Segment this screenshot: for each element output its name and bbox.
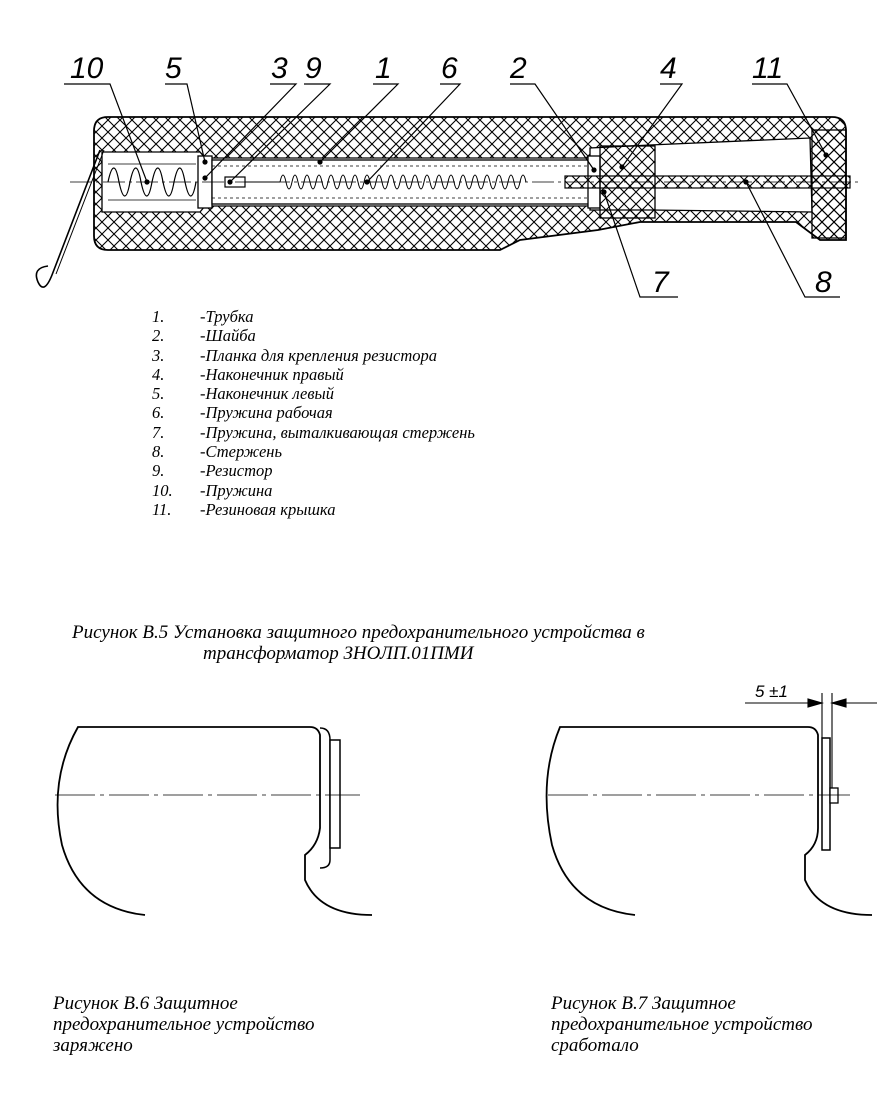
parts-legend: 1. -Трубка 2. -Шайба 3. -Планка для креплен… xyxy=(152,307,475,519)
callout-3: 3 xyxy=(271,52,288,85)
figure-5-caption: Рисунок В.5 Установка защитного предохра… xyxy=(72,622,645,664)
legend-text: -Стержень xyxy=(200,442,282,462)
legend-num: 10. xyxy=(152,480,173,500)
legend-num: 11. xyxy=(152,499,172,519)
legend-num: 6. xyxy=(152,403,165,423)
fig7-body-outline xyxy=(545,726,873,916)
legend-text: -Пружина, выталкивающая стержень xyxy=(200,422,475,442)
callout-11: 11 xyxy=(752,52,783,85)
figure-7-triggered: 5 ±1 xyxy=(545,682,877,916)
legend-item: 10. -Пружина xyxy=(152,481,475,500)
caption-line: Рисунок В.5 Установка защитного предохра… xyxy=(72,622,645,643)
figure-6-caption: Рисунок В.6 Защитное предохранительное у… xyxy=(53,993,315,1056)
dimension-5pm1 xyxy=(745,693,877,788)
dimension-label: 5 ±1 xyxy=(755,682,788,701)
legend-item: 3. -Планка для крепления резистора xyxy=(152,346,475,365)
fig7-end-plate xyxy=(821,737,831,851)
callout-5: 5 xyxy=(165,52,182,85)
figure-6-charged xyxy=(55,726,373,916)
legend-item: 5. -Наконечник левый xyxy=(152,384,475,403)
legend-text: -Планка для крепления резистора xyxy=(200,345,437,365)
fig7-rod-tip xyxy=(829,787,839,804)
rubber-cap-11 xyxy=(811,129,847,239)
callout-7: 7 xyxy=(652,266,670,299)
caption-line: предохранительное устройство xyxy=(551,1014,813,1035)
legend-num: 4. xyxy=(152,364,165,384)
legend-num: 5. xyxy=(152,384,165,404)
caption-line: трансформатор ЗНОЛП.01ПМИ xyxy=(203,643,474,664)
legend-text: -Наконечник правый xyxy=(200,364,344,384)
legend-item: 6. -Пружина рабочая xyxy=(152,403,475,422)
callout-1: 1 xyxy=(375,52,392,85)
caption-line: заряжено xyxy=(53,1035,133,1056)
legend-text: -Пружина xyxy=(200,480,273,500)
caption-line: Рисунок В.7 Защитное xyxy=(551,993,736,1014)
legend-item: 7. -Пружина, выталкивающая стержень xyxy=(152,423,475,442)
legend-num: 7. xyxy=(152,422,165,442)
legend-text: -Трубка xyxy=(200,307,254,326)
callout-4: 4 xyxy=(660,52,677,85)
legend-item: 4. -Наконечник правый xyxy=(152,365,475,384)
callout-8: 8 xyxy=(815,266,832,299)
callout-2: 2 xyxy=(509,52,527,85)
caption-line: сработало xyxy=(551,1035,639,1056)
fig6-body-outline xyxy=(56,726,373,916)
hook-wire xyxy=(35,149,101,288)
legend-item: 8. -Стержень xyxy=(152,442,475,461)
legend-text: -Шайба xyxy=(200,326,256,346)
figure-7-caption: Рисунок В.7 Защитное предохранительное у… xyxy=(551,993,877,1056)
legend-num: 2. xyxy=(152,326,165,346)
legend-num: 8. xyxy=(152,442,165,462)
legend-text: -Пружина рабочая xyxy=(200,403,333,423)
legend-text: -Резистор xyxy=(200,461,273,481)
figure-5-assembly: 10 5 3 9 1 6 2 4 11 7 8 xyxy=(35,52,860,299)
fig6-end-plate xyxy=(329,739,341,849)
legend-text: -Наконечник левый xyxy=(200,384,334,404)
legend-item: 1. -Трубка xyxy=(152,307,475,326)
callout-9: 9 xyxy=(305,52,322,85)
legend-item: 2. -Шайба xyxy=(152,326,475,345)
legend-item: 11. -Резиновая крышка xyxy=(152,500,475,519)
callout-6: 6 xyxy=(441,52,458,85)
caption-line: Рисунок В.6 Защитное xyxy=(53,993,238,1014)
caption-line: предохранительное устройство xyxy=(53,1014,315,1035)
legend-num: 3. xyxy=(152,345,165,365)
legend-num: 9. xyxy=(152,461,165,481)
callout-10: 10 xyxy=(70,52,104,85)
spring-6 xyxy=(279,174,527,190)
legend-text: -Резиновая крышка xyxy=(200,499,336,519)
legend-item: 9. -Резистор xyxy=(152,461,475,480)
legend-num: 1. xyxy=(152,307,165,326)
leader-lines xyxy=(64,83,840,298)
